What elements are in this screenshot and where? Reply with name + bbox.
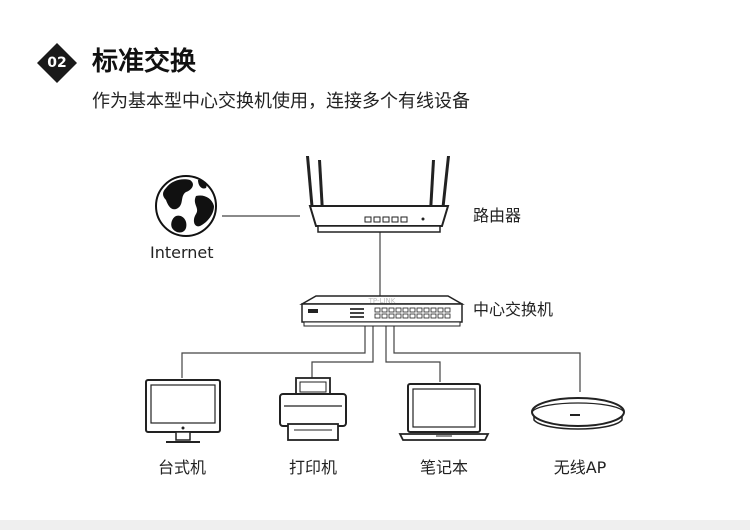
laptop-icon	[398, 383, 490, 441]
desktop-icon	[145, 379, 221, 443]
printer-icon	[279, 377, 347, 441]
connection-lines	[181, 215, 581, 392]
switch-logo-text: TP-LINK	[368, 297, 396, 305]
section-number: 02	[47, 55, 67, 71]
label-internet: Internet	[150, 243, 214, 262]
wireless-ap-icon	[531, 397, 625, 430]
router-icon	[306, 156, 450, 233]
switch-icon: TP-LINK	[299, 295, 465, 327]
section-subtitle: 作为基本型中心交换机使用，连接多个有线设备	[92, 91, 470, 112]
globe-icon	[155, 175, 217, 237]
label-printer: 打印机	[288, 458, 338, 477]
line-switch-ap	[393, 326, 581, 392]
line-switch-desktop	[181, 326, 366, 378]
label-switch: 中心交换机	[473, 300, 554, 319]
line-switch-printer	[311, 326, 374, 378]
label-laptop: 笔记本	[419, 458, 469, 477]
label-router: 路由器	[473, 206, 522, 225]
line-switch-laptop	[385, 326, 441, 382]
section-badge-diamond-icon	[37, 43, 77, 83]
label-wireless-ap: 无线AP	[553, 458, 607, 477]
section-header: 02 标准交换 作为基本型中心交换机使用，连接多个有线设备	[36, 38, 716, 128]
section-title: 标准交换	[92, 47, 197, 77]
bottom-divider	[0, 520, 750, 530]
label-desktop: 台式机	[157, 458, 207, 477]
